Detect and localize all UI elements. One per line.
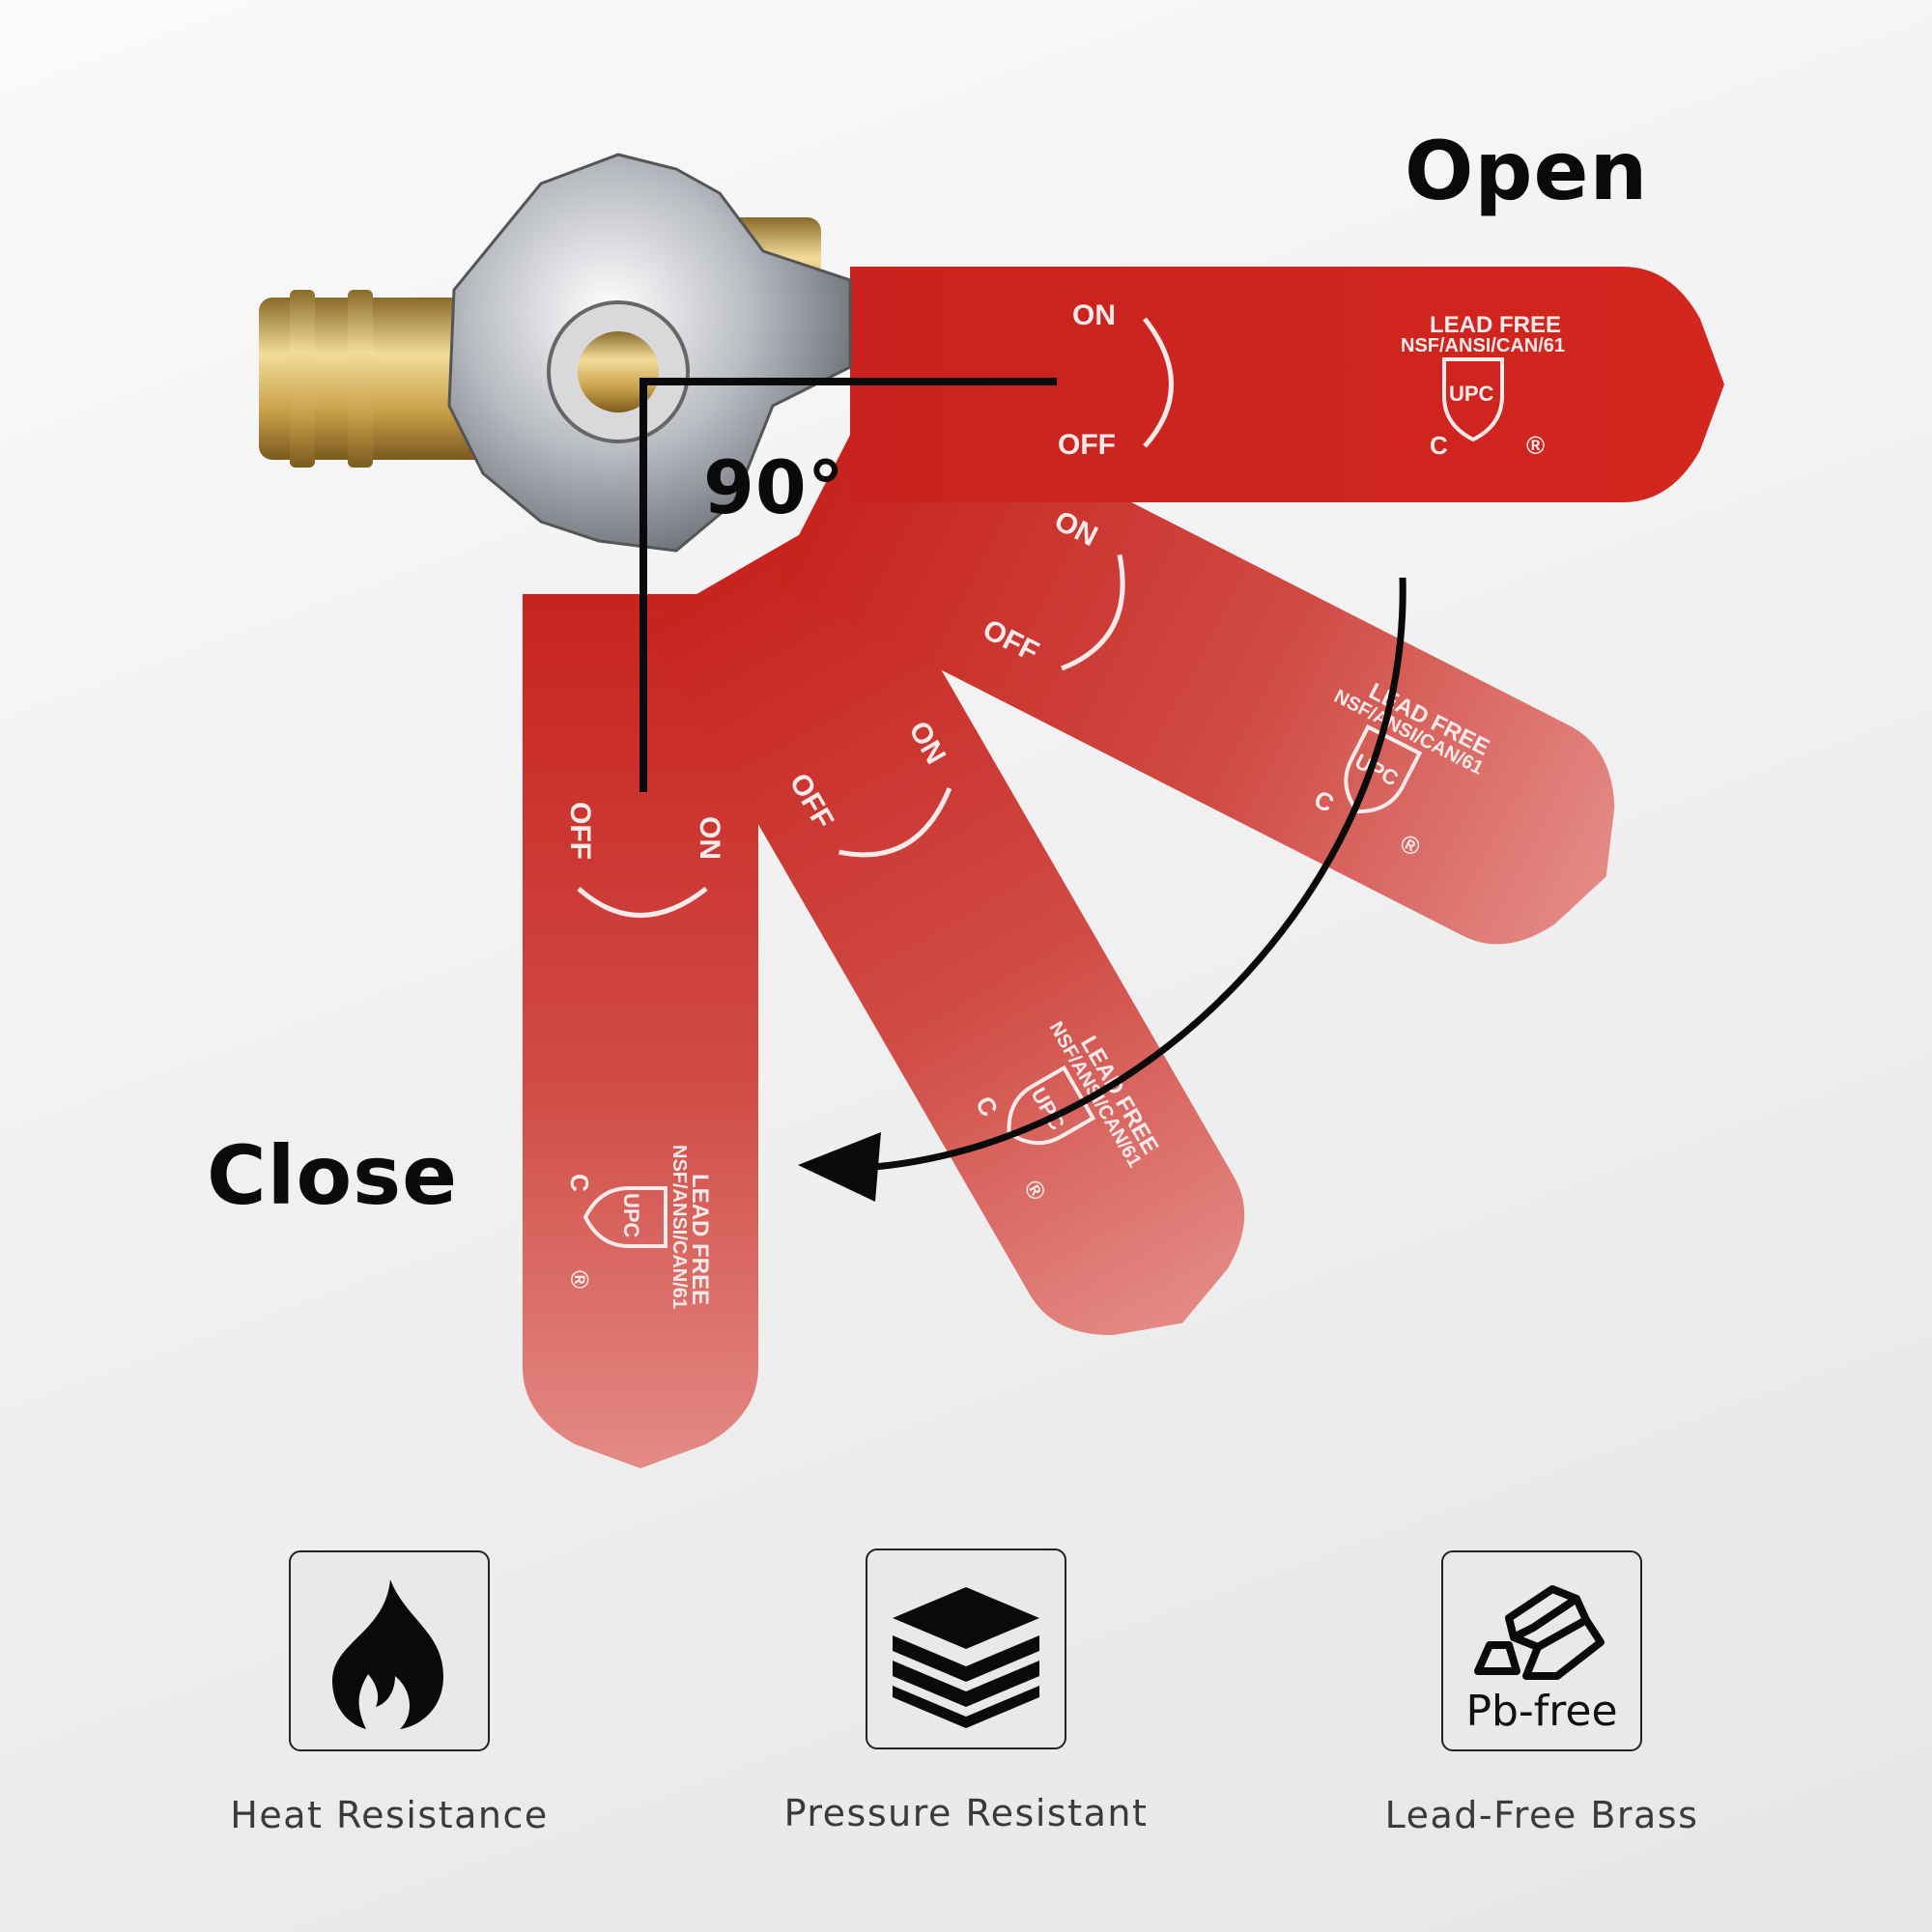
handle-grip xyxy=(773,374,1615,945)
rotation-arc xyxy=(873,577,1406,1171)
angle-label: 90° xyxy=(703,444,845,530)
open-label: Open xyxy=(1405,124,1649,218)
arrow-head-icon xyxy=(798,1132,881,1202)
handle-marking: OFF xyxy=(1058,429,1116,461)
handle-marking: C xyxy=(1430,431,1448,460)
feature-label: Heat Resistance xyxy=(230,1794,549,1836)
handle-marking: ON xyxy=(1072,299,1116,331)
layers-icon xyxy=(893,1587,1039,1728)
handle-marking: OFF xyxy=(564,802,596,860)
upc-shield-icon xyxy=(582,1186,668,1248)
on-off-arrow-icon xyxy=(1143,317,1174,448)
upc-shield-icon xyxy=(1442,357,1504,442)
on-off-arrow-icon xyxy=(838,787,952,858)
handle-marking: ® xyxy=(1526,431,1545,460)
handle-grip xyxy=(642,506,1245,1336)
feature-icon-box xyxy=(289,1550,490,1751)
feature-icon-box xyxy=(866,1548,1066,1749)
handle-marking: LEAD FREE xyxy=(687,1174,713,1305)
handle-marking: ® xyxy=(565,1270,594,1289)
handle-marking: NSF/ANSI/CAN/61 xyxy=(1401,335,1565,356)
handle-grip xyxy=(850,267,1724,502)
feature-lead-free-brass: Pb-free Lead-Free Brass xyxy=(1339,1550,1745,1836)
gold-bars-icon xyxy=(1474,1585,1605,1680)
handle-grip xyxy=(523,594,758,1468)
handle-marking: LEAD FREE xyxy=(1430,312,1561,338)
on-off-arrow-icon xyxy=(577,887,708,918)
handle-marking: C xyxy=(565,1174,594,1192)
on-off-arrow-icon xyxy=(1061,554,1125,671)
flame-icon xyxy=(332,1579,443,1729)
close-label: Close xyxy=(207,1128,459,1223)
feature-icon-box: Pb-free xyxy=(1441,1550,1642,1751)
handle-marking: ON xyxy=(694,816,725,860)
feature-pressure-resistant: Pressure Resistant xyxy=(763,1548,1169,1834)
handle-marking: UPC xyxy=(619,1193,643,1238)
feature-label: Lead-Free Brass xyxy=(1384,1794,1699,1836)
feature-label: Pressure Resistant xyxy=(783,1792,1149,1834)
handle-marking: UPC xyxy=(1449,382,1494,406)
rotation-guide xyxy=(639,378,1406,1202)
feature-heat-resistance: Heat Resistance xyxy=(186,1550,592,1836)
valve-body xyxy=(447,153,852,553)
pb-free-badge: Pb-free xyxy=(1465,1687,1618,1736)
handle-marking: NSF/ANSI/CAN/61 xyxy=(668,1145,690,1309)
